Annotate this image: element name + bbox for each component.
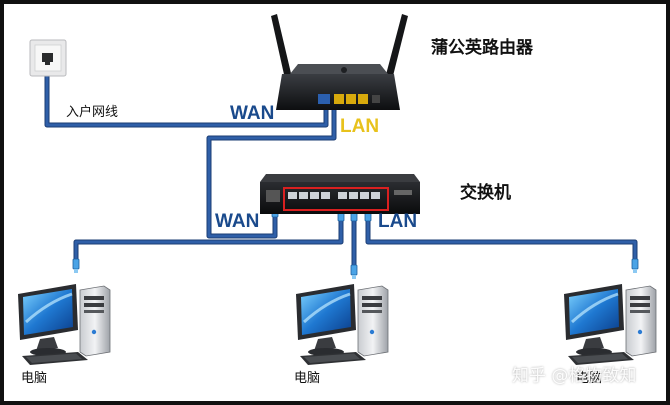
pc-middle-label: 电脑 (294, 371, 321, 386)
computer-right-icon (562, 282, 658, 367)
plug-right-pc-icon (631, 258, 639, 274)
switch-icon (260, 174, 420, 214)
watermark-text: 知乎 @格物致知 (512, 366, 637, 386)
incoming-line-label: 入户网线 (66, 105, 119, 120)
switch-name-label: 交换机 (460, 183, 511, 203)
pc-left-label: 电脑 (21, 371, 48, 386)
router-wan-label: WAN (230, 103, 275, 124)
pc-right-label: 电脑 (576, 371, 603, 386)
switch-lan-label: LAN (378, 211, 418, 232)
router-lan-label: LAN (340, 116, 380, 137)
computer-middle-icon (294, 282, 390, 367)
router-name-label: 蒲公英路由器 (431, 38, 533, 58)
plug-left-pc-icon (72, 258, 80, 274)
router-icon (271, 14, 408, 110)
plug-middle-pc-icon (350, 264, 358, 280)
switch-wan-label: WAN (215, 211, 260, 232)
diagram-graphics (16, 14, 658, 367)
computer-left-icon (16, 282, 112, 367)
wall-socket-icon (29, 39, 67, 77)
